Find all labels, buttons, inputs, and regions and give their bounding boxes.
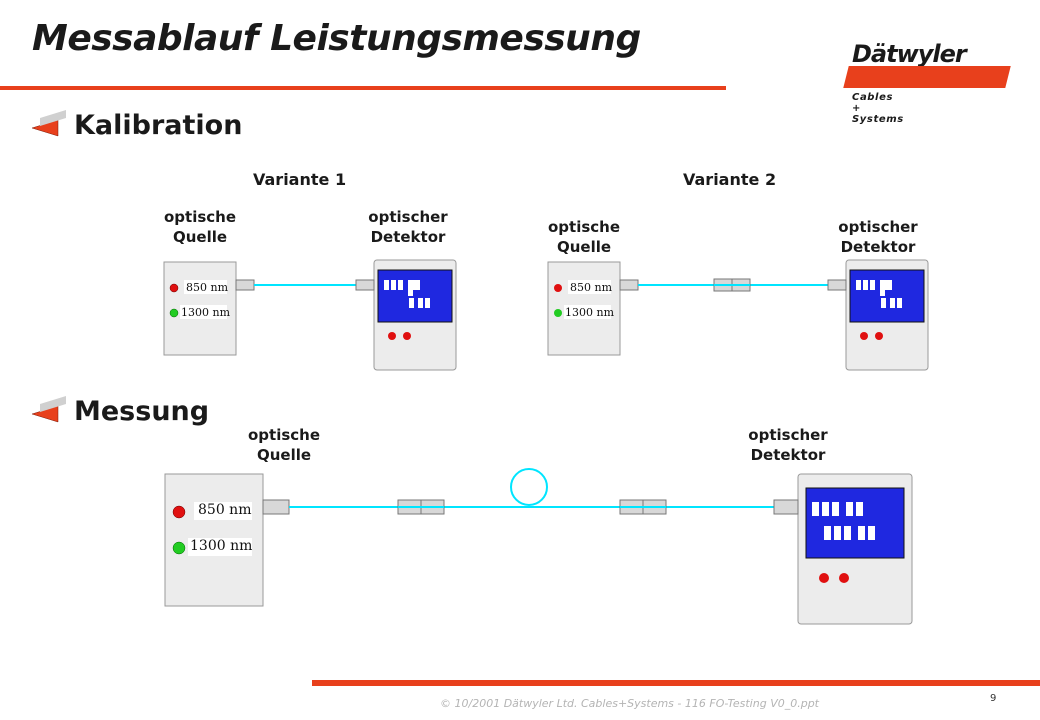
led-red-icon — [875, 332, 883, 340]
fiber-coupler-icon — [397, 499, 445, 515]
led-red-icon — [860, 332, 868, 340]
led-green-icon — [554, 309, 562, 317]
led-red-icon — [839, 573, 849, 583]
fiber-loop-icon — [510, 468, 548, 506]
optical-detector-device — [827, 259, 929, 371]
section-heading-measurement: Messung — [74, 396, 210, 427]
optical-source-device — [547, 261, 639, 356]
fiber-coupler-icon — [713, 278, 751, 292]
optical-detector-device — [355, 259, 457, 371]
led-red-icon — [172, 505, 186, 519]
optical-source-device — [163, 261, 255, 356]
title-underline — [0, 86, 726, 90]
wavelength-label: 1300 nm — [565, 306, 615, 319]
wavelength-label: 850 nm — [198, 502, 252, 518]
logo-tagline: Cables + Systems — [852, 92, 904, 125]
fiber-coupler-icon — [619, 499, 667, 515]
variant-1-label: Variante 1 — [253, 170, 347, 189]
optical-source-device — [164, 473, 290, 607]
wavelength-label: 850 nm — [570, 281, 613, 294]
led-green-icon — [169, 308, 179, 318]
logo-wordmark: Dätwyler — [852, 40, 967, 68]
wavelength-label: 1300 nm — [181, 306, 231, 319]
led-red-icon — [169, 283, 179, 293]
wavelength-label: 1300 nm — [190, 538, 253, 554]
footer-rule — [312, 680, 1040, 686]
footer-copyright: © 10/2001 Dätwyler Ltd. Cables+Systems -… — [440, 697, 819, 710]
bullet-icon — [31, 396, 66, 423]
led-red-icon — [554, 284, 562, 292]
bullet-icon — [31, 110, 66, 137]
wavelength-label: 850 nm — [186, 281, 229, 294]
variant-2-label: Variante 2 — [683, 170, 777, 189]
led-red-icon — [388, 332, 396, 340]
led-green-icon — [172, 541, 186, 555]
optical-detector-device — [773, 473, 913, 625]
section-heading-calibration: Kalibration — [74, 110, 243, 141]
page-number: 9 — [990, 693, 997, 704]
slide-title: Messablauf Leistungsmessung — [32, 18, 641, 59]
led-red-icon — [403, 332, 411, 340]
led-red-icon — [819, 573, 829, 583]
